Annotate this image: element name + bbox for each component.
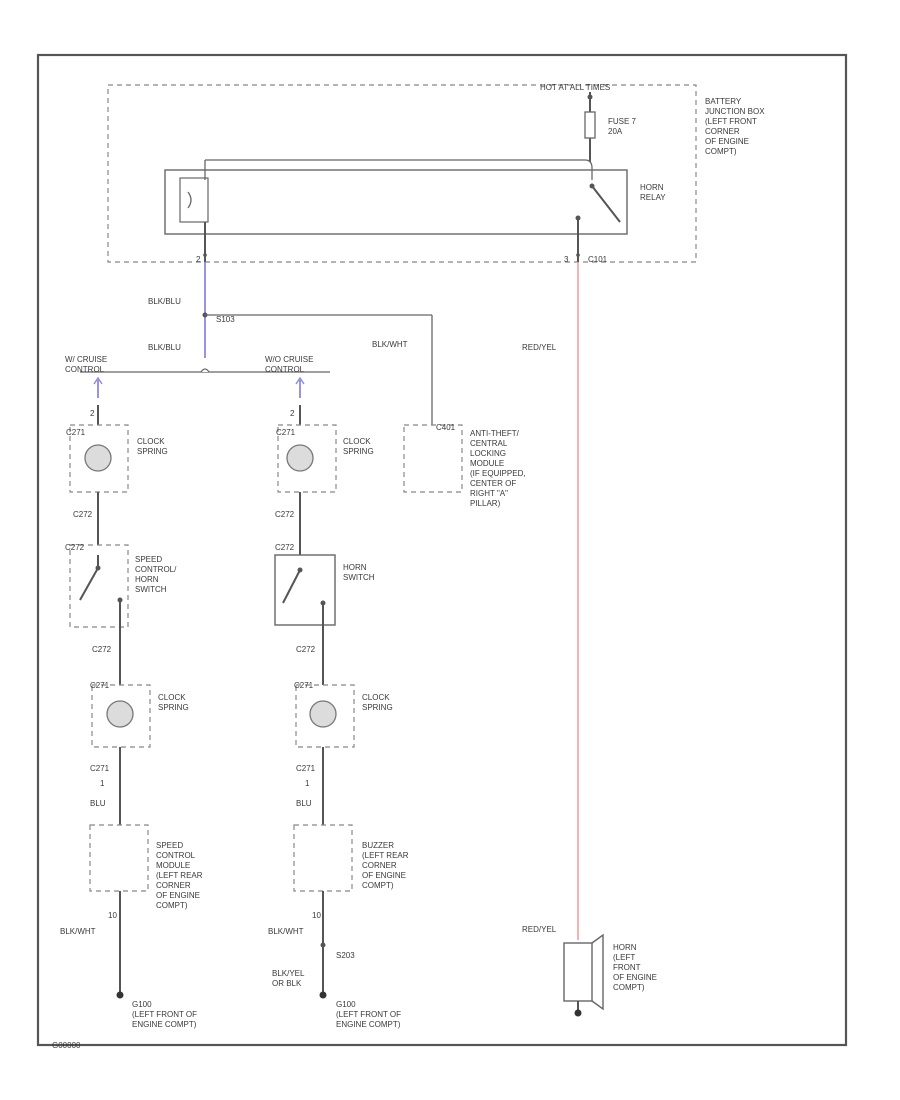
wire-bk-blu-1-label: BLK/BLU bbox=[148, 297, 181, 306]
pin-left-label: 2 bbox=[90, 409, 95, 418]
speed-control-module-outline bbox=[89, 824, 149, 892]
relay-contact-terminal bbox=[575, 215, 581, 221]
ground-g100-left-icon bbox=[116, 991, 124, 999]
relay-pin-left-label: 2 bbox=[196, 255, 201, 264]
conn-c4-left-label: C271 bbox=[90, 681, 110, 690]
relay-pin-right-label: 3 bbox=[564, 255, 569, 264]
relay-pin-right-conn-label: C101 bbox=[588, 255, 608, 264]
splice-label: S103 bbox=[216, 315, 235, 324]
conn-c2-left-label: C272 bbox=[73, 510, 93, 519]
wire-bk-wht-label: BLK/WHT bbox=[372, 340, 408, 349]
clock-spring-left-bottom-icon bbox=[106, 700, 134, 728]
wire-bk-blu-2-label: BLK/BLU bbox=[148, 343, 181, 352]
horn-ground-icon bbox=[574, 1009, 582, 1017]
wire-blu-mid-label: BLU bbox=[296, 799, 312, 808]
pin-c4-mid-label: 1 bbox=[305, 779, 310, 788]
middle-option-arrow-icon bbox=[295, 376, 305, 385]
hot-feed-node bbox=[587, 94, 593, 100]
splice-s203 bbox=[320, 942, 326, 948]
horn-bell-icon bbox=[591, 933, 604, 1011]
relay-coil bbox=[179, 177, 209, 223]
splice-mid-label: S203 bbox=[336, 951, 355, 960]
conn-c2-mid-label: C272 bbox=[275, 510, 295, 519]
horn-body-icon bbox=[563, 942, 593, 1002]
clock-spring-middle-top-outline bbox=[277, 424, 337, 493]
conn-top-left-label: C271 bbox=[66, 428, 86, 437]
pin-10-mid-label: 10 bbox=[312, 911, 321, 920]
relay-coil-winding bbox=[187, 191, 192, 209]
pin-c4-left-label: 1 bbox=[100, 779, 105, 788]
hot-at-all-times-label: HOT AT ALL TIMES bbox=[540, 83, 610, 92]
wire-bk-wht-left-label: BLK/WHT bbox=[60, 927, 96, 936]
ground-g100-middle-icon bbox=[319, 991, 327, 999]
fuse-7-symbol bbox=[584, 111, 596, 139]
relay-switch-contact bbox=[591, 185, 621, 223]
clock-spring-left-top-icon bbox=[84, 444, 112, 472]
battery-junction-box-outline bbox=[107, 84, 697, 263]
conn-c2-mid-label: C272 bbox=[275, 543, 295, 552]
wire-red-yel-2-label: RED/YEL bbox=[522, 925, 557, 934]
conn-c3-mid-label: C272 bbox=[296, 645, 316, 654]
conn-c3-left-label: C272 bbox=[92, 645, 112, 654]
horn-relay-box bbox=[164, 169, 628, 235]
middle-switch-blade bbox=[282, 569, 301, 604]
wire-crossover bbox=[200, 368, 210, 373]
left-switch-blade bbox=[79, 567, 99, 601]
relay-pin-2-node bbox=[203, 253, 207, 257]
relay-coil-feed-wire bbox=[204, 159, 593, 180]
relay-pin-3-node bbox=[576, 253, 580, 257]
diagram-id-label: G00000 bbox=[52, 1041, 81, 1050]
pin-mid-label: 2 bbox=[290, 409, 295, 418]
anti-theft-module-outline bbox=[403, 424, 463, 493]
buzzer-outline bbox=[293, 824, 353, 892]
conn-c2-left-label: C272 bbox=[65, 543, 85, 552]
left-option-arrow-icon bbox=[93, 376, 103, 385]
clock-spring-middle-bottom-outline bbox=[295, 684, 355, 748]
diagram-border bbox=[36, 53, 848, 1047]
clock-spring-middle-top-icon bbox=[286, 444, 314, 472]
conn-top-mid-label: C271 bbox=[276, 428, 296, 437]
conn-c4-mid-label: C271 bbox=[296, 764, 316, 773]
pin-10-left-label: 10 bbox=[108, 911, 117, 920]
clock-spring-middle-bottom-icon bbox=[309, 700, 337, 728]
anti-theft-conn-label: C401 bbox=[436, 423, 456, 432]
wire-red-yel-1-label: RED/YEL bbox=[522, 343, 557, 352]
speed-control-horn-switch-outline bbox=[69, 544, 129, 628]
wire-bk-wht-mid-label: BLK/WHT bbox=[268, 927, 304, 936]
conn-c4-left-label: C271 bbox=[90, 764, 110, 773]
conn-c4-mid-label: C271 bbox=[294, 681, 314, 690]
wire-blu-left-label: BLU bbox=[90, 799, 106, 808]
horn-switch-box bbox=[274, 554, 336, 626]
